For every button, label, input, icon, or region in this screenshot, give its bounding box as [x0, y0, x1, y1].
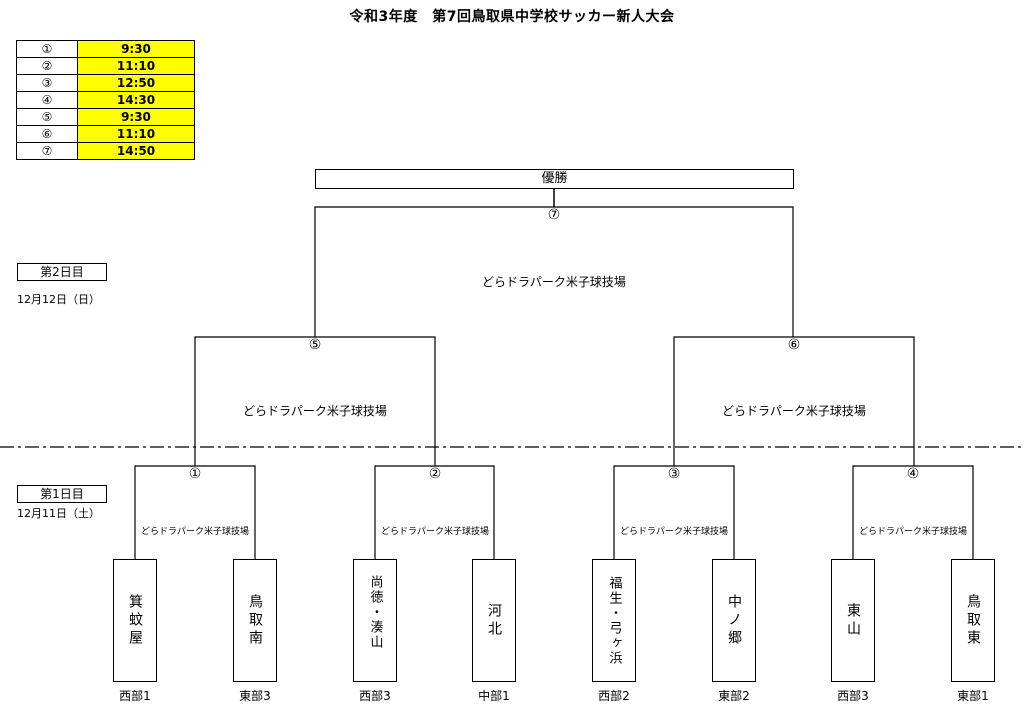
page-title: 令和3年度 第7回鳥取県中学校サッカー新人大会: [349, 9, 675, 25]
team-box: 東山: [831, 559, 875, 682]
match-label-semi-2: ⑥: [782, 338, 806, 352]
match-time: 11:10: [77, 125, 195, 143]
match-number: ②: [16, 57, 78, 75]
r1-bracket-2: [374, 465, 495, 559]
team-region: 東部2: [718, 689, 750, 703]
match-time: 14:30: [77, 91, 195, 109]
match-number: ⑥: [16, 125, 78, 143]
day2-date: 12月12日（日）: [17, 293, 100, 306]
match-label-r1-1: ①: [183, 467, 207, 481]
team-name: 東山: [845, 602, 861, 639]
match-time: 12:50: [77, 74, 195, 92]
r1-bracket-1: [134, 465, 256, 559]
venue-semi-1: どらドラパーク米子球技場: [243, 404, 387, 418]
team-name: 中ノ郷: [726, 593, 742, 648]
venue-r1-3: どらドラパーク米子球技場: [620, 527, 728, 537]
match-number: ③: [16, 74, 78, 92]
team-box: 鳥取東: [951, 559, 995, 682]
team-box: 河北: [472, 559, 516, 682]
match-number: ①: [16, 40, 78, 58]
team-region: 東部1: [957, 689, 989, 703]
team-box: 中ノ郷: [712, 559, 756, 682]
team-box: 鳥取南: [233, 559, 277, 682]
match-label-r1-3: ③: [662, 467, 686, 481]
team-region: 東部3: [239, 689, 271, 703]
day1-label: 第1日目: [17, 485, 107, 503]
team-region: 西部2: [598, 689, 630, 703]
match-time: 9:30: [77, 108, 195, 126]
venue-semi-2: どらドラパーク米子球技場: [722, 404, 866, 418]
semi-bracket-left: [194, 336, 436, 466]
match-label-r1-4: ④: [901, 467, 925, 481]
team-region: 西部3: [837, 689, 869, 703]
team-box: 箕蚊屋: [113, 559, 157, 682]
day1-date: 12月11日（土）: [17, 507, 100, 520]
semi-bracket-right: [673, 336, 915, 466]
team-name: 鳥取南: [247, 593, 263, 648]
team-box: 福生・弓ヶ浜: [592, 559, 636, 682]
team-region: 中部1: [478, 689, 510, 703]
venue-final: どらドラパーク米子球技場: [482, 275, 626, 289]
team-region: 西部3: [359, 689, 391, 703]
team-name: 鳥取東: [965, 593, 981, 648]
match-time: 11:10: [77, 57, 195, 75]
team-name: 尚徳・湊山: [367, 574, 383, 650]
team-name: 河北: [486, 602, 502, 639]
venue-r1-4: どらドラパーク米子球技場: [859, 527, 967, 537]
day2-label: 第2日目: [17, 263, 107, 281]
match-time: 9:30: [77, 40, 195, 58]
team-region: 西部1: [119, 689, 151, 703]
r1-bracket-4: [852, 465, 974, 559]
match-time: 14:50: [77, 142, 195, 160]
final-bracket: [314, 206, 794, 337]
match-label-final: ⑦: [542, 208, 566, 222]
champion-box: 優勝: [315, 169, 794, 189]
match-label-semi-1: ⑤: [303, 338, 327, 352]
venue-r1-1: どらドラパーク米子球技場: [141, 527, 249, 537]
r1-bracket-3: [613, 465, 735, 559]
team-name: 福生・弓ヶ浜: [606, 575, 622, 666]
venue-r1-2: どらドラパーク米子球技場: [381, 527, 489, 537]
team-box: 尚徳・湊山: [353, 559, 397, 682]
match-label-r1-2: ②: [423, 467, 447, 481]
team-name: 箕蚊屋: [127, 593, 143, 648]
match-number: ⑦: [16, 142, 78, 160]
